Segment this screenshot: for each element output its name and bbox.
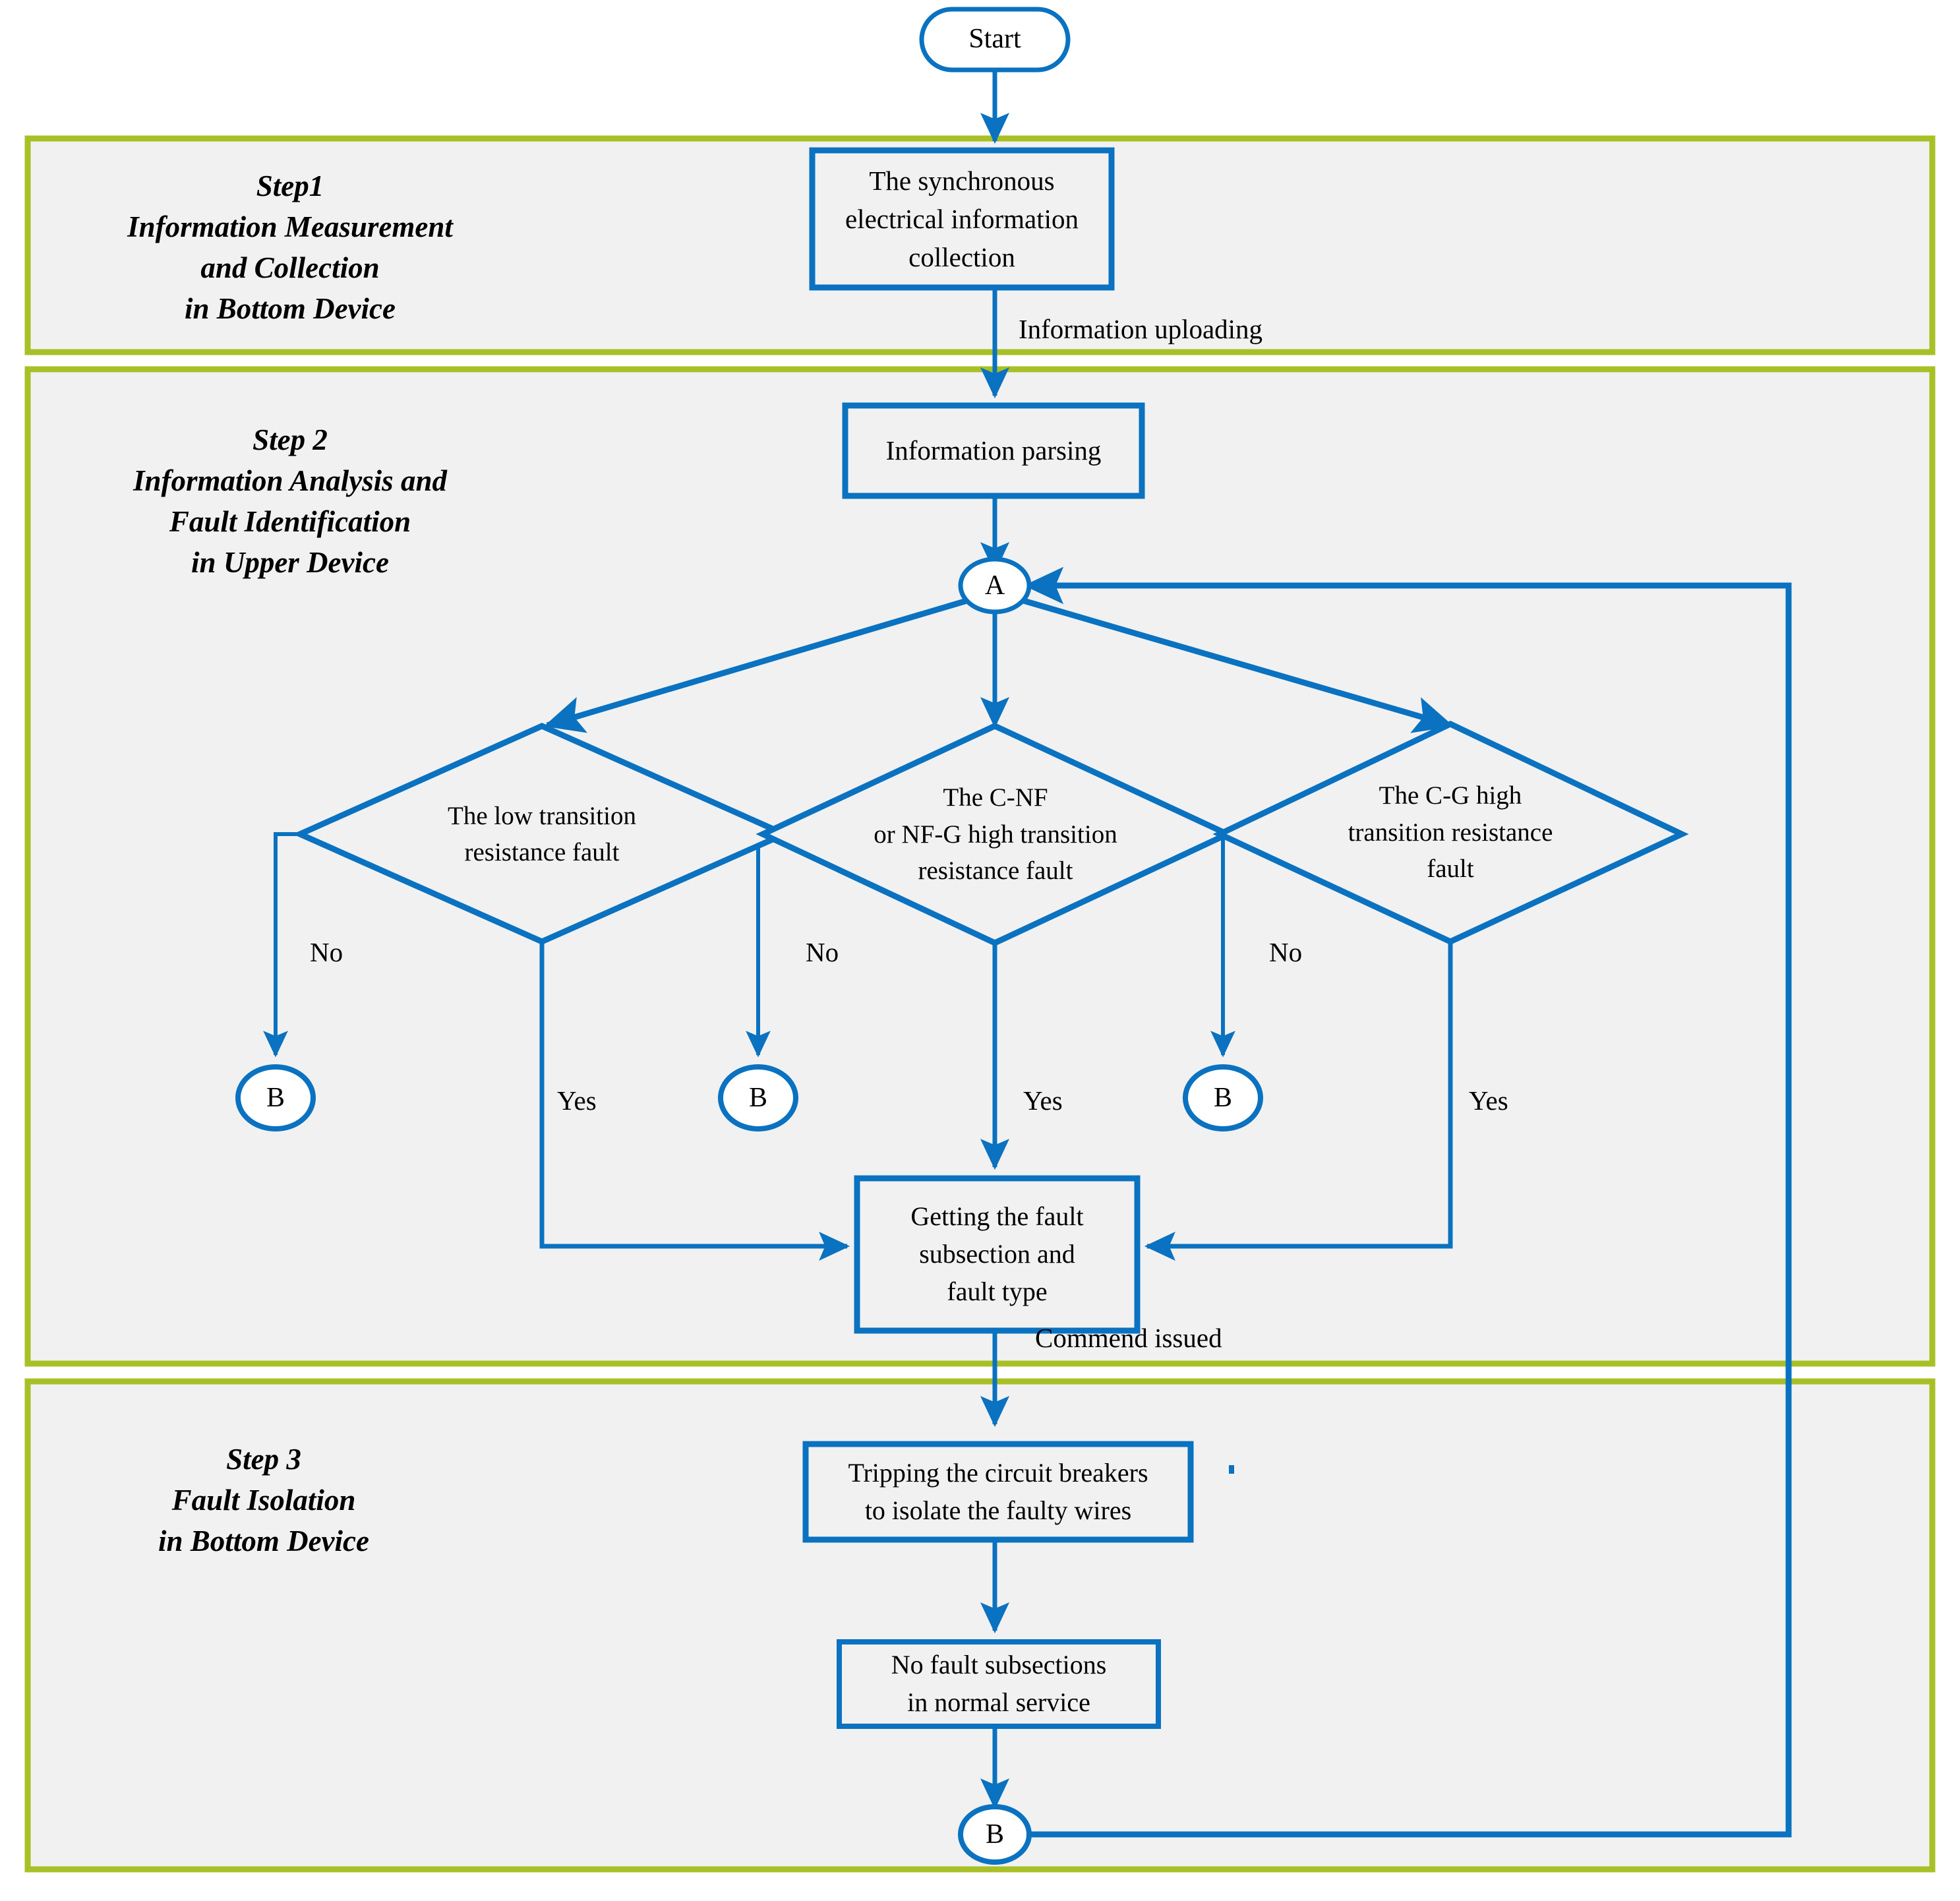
node-connector-b-mid[interactable]: [718, 1064, 798, 1132]
node-parsing[interactable]: [842, 402, 1145, 499]
edge-label-no-left: No: [310, 937, 343, 967]
node-decision-cnf[interactable]: [756, 723, 1235, 946]
step3-label: Step 3 Fault Isolation in Bottom Device: [73, 1431, 455, 1569]
node-no-fault[interactable]: [837, 1639, 1161, 1729]
edge-label-yes-left: Yes: [557, 1085, 597, 1116]
node-connector-b-bottom-label: B: [985, 1819, 1004, 1850]
node-collection[interactable]: [809, 147, 1115, 291]
step2-line-1: Step 2: [252, 423, 328, 456]
node-connector-b-right[interactable]: [1183, 1064, 1263, 1132]
step1-line-3: and Collection: [200, 251, 380, 284]
edge-label-yes-mid: Yes: [1023, 1085, 1063, 1116]
edge-feedback-b-to-a: [1023, 566, 1792, 1838]
edge-label-no-mid: No: [806, 937, 839, 967]
edge-label-information-uploading: Information uploading: [1019, 314, 1263, 344]
node-connector-b-right-label: B: [1213, 1083, 1232, 1113]
step2-line-2: Information Analysis and: [133, 464, 447, 497]
edge-label-no-right: No: [1269, 937, 1303, 967]
edge-decision-low-yes: [539, 936, 850, 1261]
node-connector-b-left-label: B: [266, 1083, 285, 1113]
step2-line-4: in Upper Device: [191, 546, 389, 580]
step1-line-4: in Bottom Device: [185, 292, 396, 326]
edge-decision-cg-yes: [1144, 936, 1453, 1261]
step3-line-1: Step 3: [226, 1442, 301, 1476]
node-decision-low[interactable]: [292, 723, 792, 945]
step2-label: Step 2 Information Analysis and Fault Id…: [73, 415, 508, 587]
node-connector-a-label: A: [984, 570, 1005, 601]
node-getting-fault[interactable]: [854, 1175, 1141, 1334]
step3-line-3: in Bottom Device: [158, 1524, 369, 1558]
stray-dot-artifact: [1229, 1465, 1234, 1474]
edge-a-to-decision-low: [543, 597, 970, 733]
node-connector-b-mid-label: B: [748, 1083, 767, 1113]
step1-line-1: Step1: [256, 169, 324, 202]
step3-line-2: Fault Isolation: [171, 1483, 356, 1517]
step2-line-3: Fault Identification: [169, 505, 411, 538]
edge-a-to-decision-cg: [1020, 597, 1454, 733]
edge-label-commend-issued: Commend issued: [1035, 1323, 1222, 1353]
step1-label: Step1 Information Measurement and Collec…: [73, 162, 508, 333]
node-connector-b-bottom[interactable]: [958, 1804, 1032, 1865]
step1-line-2: Information Measurement: [127, 210, 453, 243]
node-decision-cg[interactable]: [1212, 721, 1689, 945]
node-connector-b-left[interactable]: [235, 1064, 316, 1132]
edge-label-yes-right: Yes: [1469, 1085, 1508, 1116]
node-connector-a[interactable]: [958, 557, 1032, 615]
node-start[interactable]: [919, 7, 1071, 73]
node-tripping[interactable]: [802, 1441, 1194, 1543]
